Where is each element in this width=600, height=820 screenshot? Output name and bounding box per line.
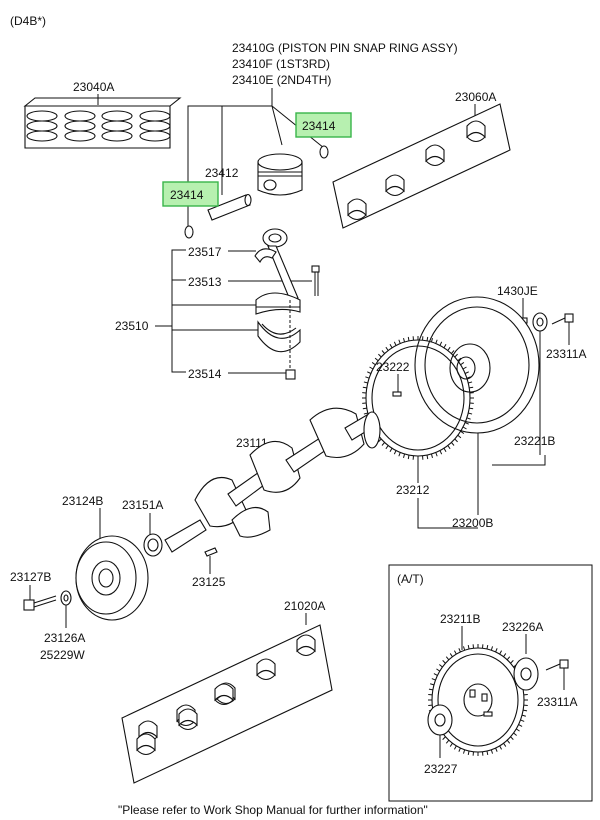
label-23414-top[interactable]: 23414: [302, 119, 336, 133]
at-label: (A/T): [397, 572, 424, 586]
label-23227[interactable]: 23227: [424, 762, 458, 776]
label-23221b[interactable]: 23221B: [514, 434, 555, 448]
rod-cap[interactable]: [257, 320, 301, 353]
label-23311a-at[interactable]: 23311A: [537, 695, 577, 709]
ring-plate[interactable]: [427, 704, 453, 736]
key[interactable]: [204, 547, 218, 557]
ring-gear-pin[interactable]: [392, 391, 402, 397]
label-23127b[interactable]: 23127B: [10, 570, 51, 584]
highlight-23414-top[interactable]: [295, 112, 352, 138]
main-bearing-shell-5[interactable]: [296, 634, 316, 656]
label-23410f[interactable]: 23410F (1ST3RD): [232, 57, 330, 71]
variant-label: (D4B*): [10, 14, 46, 28]
damper-bolt[interactable]: [23, 595, 57, 611]
piston-ring-set[interactable]: [23, 97, 182, 149]
label-23517[interactable]: 23517: [188, 245, 222, 259]
rod-nut[interactable]: [285, 369, 296, 380]
label-23151a[interactable]: 23151A: [122, 498, 163, 512]
spacer-ring[interactable]: [532, 312, 548, 332]
rod-bearing-upper[interactable]: [254, 248, 277, 263]
label-23513[interactable]: 23513: [188, 275, 222, 289]
label-23410g[interactable]: 23410G (PISTON PIN SNAP RING ASSY): [232, 41, 458, 55]
piston-ring-2[interactable]: [64, 110, 96, 142]
damper-pulley[interactable]: [75, 535, 149, 621]
label-23211b[interactable]: 23211B: [440, 612, 480, 626]
label-23311a[interactable]: 23311A: [546, 347, 586, 361]
main-bearing-shell-6[interactable]: [136, 733, 156, 755]
label-23125[interactable]: 23125: [192, 575, 226, 589]
crank-sprocket[interactable]: [143, 533, 163, 557]
washer[interactable]: [60, 590, 72, 606]
drive-plate[interactable]: [428, 644, 528, 756]
main-bearing-shell-7[interactable]: [178, 708, 198, 730]
label-25229w[interactable]: 25229W: [40, 648, 85, 662]
snap-ring-left[interactable]: [184, 225, 194, 239]
bearing-shell-23060a-4[interactable]: [466, 120, 486, 142]
highlight-23414-left[interactable]: [162, 181, 219, 207]
footer-note: "Please refer to Work Shop Manual for fu…: [118, 803, 428, 817]
label-23124b[interactable]: 23124B: [62, 494, 103, 508]
piston-pin[interactable]: [207, 193, 252, 221]
label-23200b[interactable]: 23200B: [452, 516, 493, 530]
piston-ring-1[interactable]: [26, 110, 58, 142]
label-23222[interactable]: 23222: [376, 360, 410, 374]
label-23126a[interactable]: 23126A: [44, 631, 85, 645]
flywheel-bolt[interactable]: [551, 313, 574, 325]
bearing-shell-23060a-2[interactable]: [385, 174, 405, 196]
flywheel[interactable]: [414, 296, 540, 434]
label-23040a[interactable]: 23040A: [73, 80, 114, 94]
label-23514[interactable]: 23514: [188, 367, 222, 381]
label-23410e[interactable]: 23410E (2ND4TH): [232, 73, 331, 87]
main-bearing-shell-4[interactable]: [256, 658, 276, 680]
at-section-box: [388, 564, 593, 802]
label-23212[interactable]: 23212: [396, 483, 430, 497]
bearing-tray-21020a[interactable]: [121, 624, 333, 784]
at-bolt[interactable]: [545, 659, 569, 671]
connecting-rod[interactable]: [255, 228, 301, 315]
bearing-shell-23060a-3[interactable]: [425, 144, 445, 166]
adapter-plate[interactable]: [513, 657, 539, 691]
bearing-shell-23060a-1[interactable]: [347, 198, 367, 220]
main-bearing-shell-8[interactable]: [214, 683, 234, 705]
label-21020a[interactable]: 21020A: [284, 599, 325, 613]
label-23412[interactable]: 23412: [205, 166, 239, 180]
crankshaft[interactable]: [164, 407, 381, 553]
snap-ring-right[interactable]: [319, 145, 329, 159]
label-1430je[interactable]: 1430JE: [497, 284, 538, 298]
bearing-tray-23060a[interactable]: [332, 103, 511, 229]
label-23414-left[interactable]: 23414: [170, 188, 204, 202]
piston-ring-4[interactable]: [139, 110, 171, 142]
piston[interactable]: [257, 153, 303, 196]
rod-bolt[interactable]: [311, 265, 320, 296]
label-23060a[interactable]: 23060A: [455, 90, 496, 104]
label-23226a[interactable]: 23226A: [502, 620, 543, 634]
label-23510[interactable]: 23510: [115, 319, 149, 333]
piston-ring-3[interactable]: [101, 110, 133, 142]
